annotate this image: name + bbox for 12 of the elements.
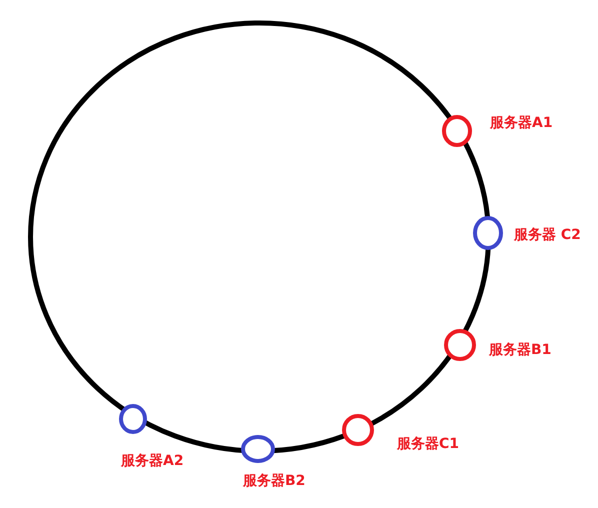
server-label: 服务器B2 xyxy=(243,473,306,489)
circle-marker xyxy=(444,329,476,361)
server-label: 服务器B1 xyxy=(489,342,552,358)
circle-marker xyxy=(241,435,275,463)
server-label: 服务器 C2 xyxy=(514,227,581,243)
server-label: 服务器A2 xyxy=(121,453,184,469)
circle-marker xyxy=(119,404,147,434)
circle-marker xyxy=(342,414,374,446)
server-label: 服务器A1 xyxy=(490,115,553,131)
circle-marker xyxy=(442,115,472,147)
server-label: 服务器C1 xyxy=(397,436,460,452)
circle-marker xyxy=(473,216,503,250)
